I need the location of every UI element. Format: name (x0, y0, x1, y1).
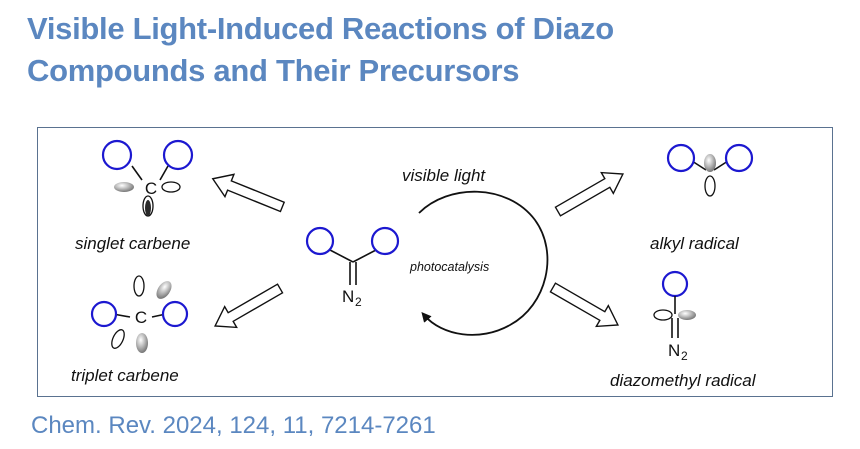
arrow-to-diazomethyl-radical-icon (549, 282, 620, 328)
filled-orbital-lobe (704, 154, 716, 172)
empty-orbital-lobe (111, 329, 125, 349)
page-title: Visible Light-Induced Reactions of Diazo… (27, 8, 827, 92)
scheme-frame (37, 127, 833, 397)
bond-line (352, 249, 377, 263)
empty-orbital-lobe (161, 181, 181, 193)
photocatalytic-cycle (418, 190, 549, 336)
substituent-circle (724, 143, 754, 173)
filled-orbital-lobe (136, 333, 148, 353)
arrow-to-alkyl-radical-icon (554, 171, 625, 217)
carbon-atom-label: C (135, 308, 147, 327)
empty-orbital-lobe (133, 275, 145, 297)
title-line-2: Compounds and Their Precursors (27, 53, 520, 88)
diazomethyl-radical-structure: N 2 (653, 270, 696, 363)
empty-orbital-lobe (704, 175, 716, 197)
nitrogen-subscript: 2 (681, 349, 688, 363)
empty-orbital-lobe (653, 309, 673, 321)
nitrogen-subscript: 2 (355, 295, 362, 309)
triplet-carbene-structure: C (90, 275, 189, 353)
bond-line (131, 165, 143, 181)
nitrogen-label: N (342, 287, 354, 306)
substituent-circle (661, 270, 689, 298)
alkyl-radical-label: alkyl radical (650, 234, 740, 253)
photocatalysis-label: photocatalysis (409, 260, 489, 274)
substituent-circle (370, 226, 400, 256)
alkyl-radical-structure (666, 143, 754, 197)
substituent-circle (161, 300, 189, 328)
substituent-circle (666, 143, 696, 173)
substituent-circle (162, 139, 194, 171)
visible-light-label: visible light (402, 166, 486, 185)
substituent-circle (305, 226, 335, 256)
triplet-carbene-label: triplet carbene (71, 366, 179, 385)
diazo-compound-structure: N 2 (305, 226, 400, 309)
singlet-carbene-structure: C (101, 139, 194, 217)
bond-line (329, 249, 354, 263)
citation: Chem. Rev. 2024, 124, 11, 7214-7261 (31, 412, 436, 439)
nitrogen-label: N (668, 341, 680, 360)
substituent-circle (90, 300, 118, 328)
bond-line (159, 165, 169, 181)
diazomethyl-radical-label: diazomethyl radical (610, 371, 757, 390)
singlet-carbene-label: singlet carbene (75, 234, 190, 253)
substituent-circle (101, 139, 133, 171)
arrow-to-singlet-carbene-icon (211, 173, 286, 213)
orbital-shading (145, 200, 151, 216)
cycle-arrow-icon (418, 190, 549, 336)
arrow-to-triplet-carbene-icon (213, 283, 284, 329)
title-line-1: Visible Light-Induced Reactions of Diazo (27, 11, 614, 46)
filled-orbital-lobe (678, 310, 696, 320)
filled-orbital-lobe (156, 281, 172, 299)
filled-orbital-lobe (114, 182, 134, 192)
carbon-atom-label: C (145, 179, 157, 198)
